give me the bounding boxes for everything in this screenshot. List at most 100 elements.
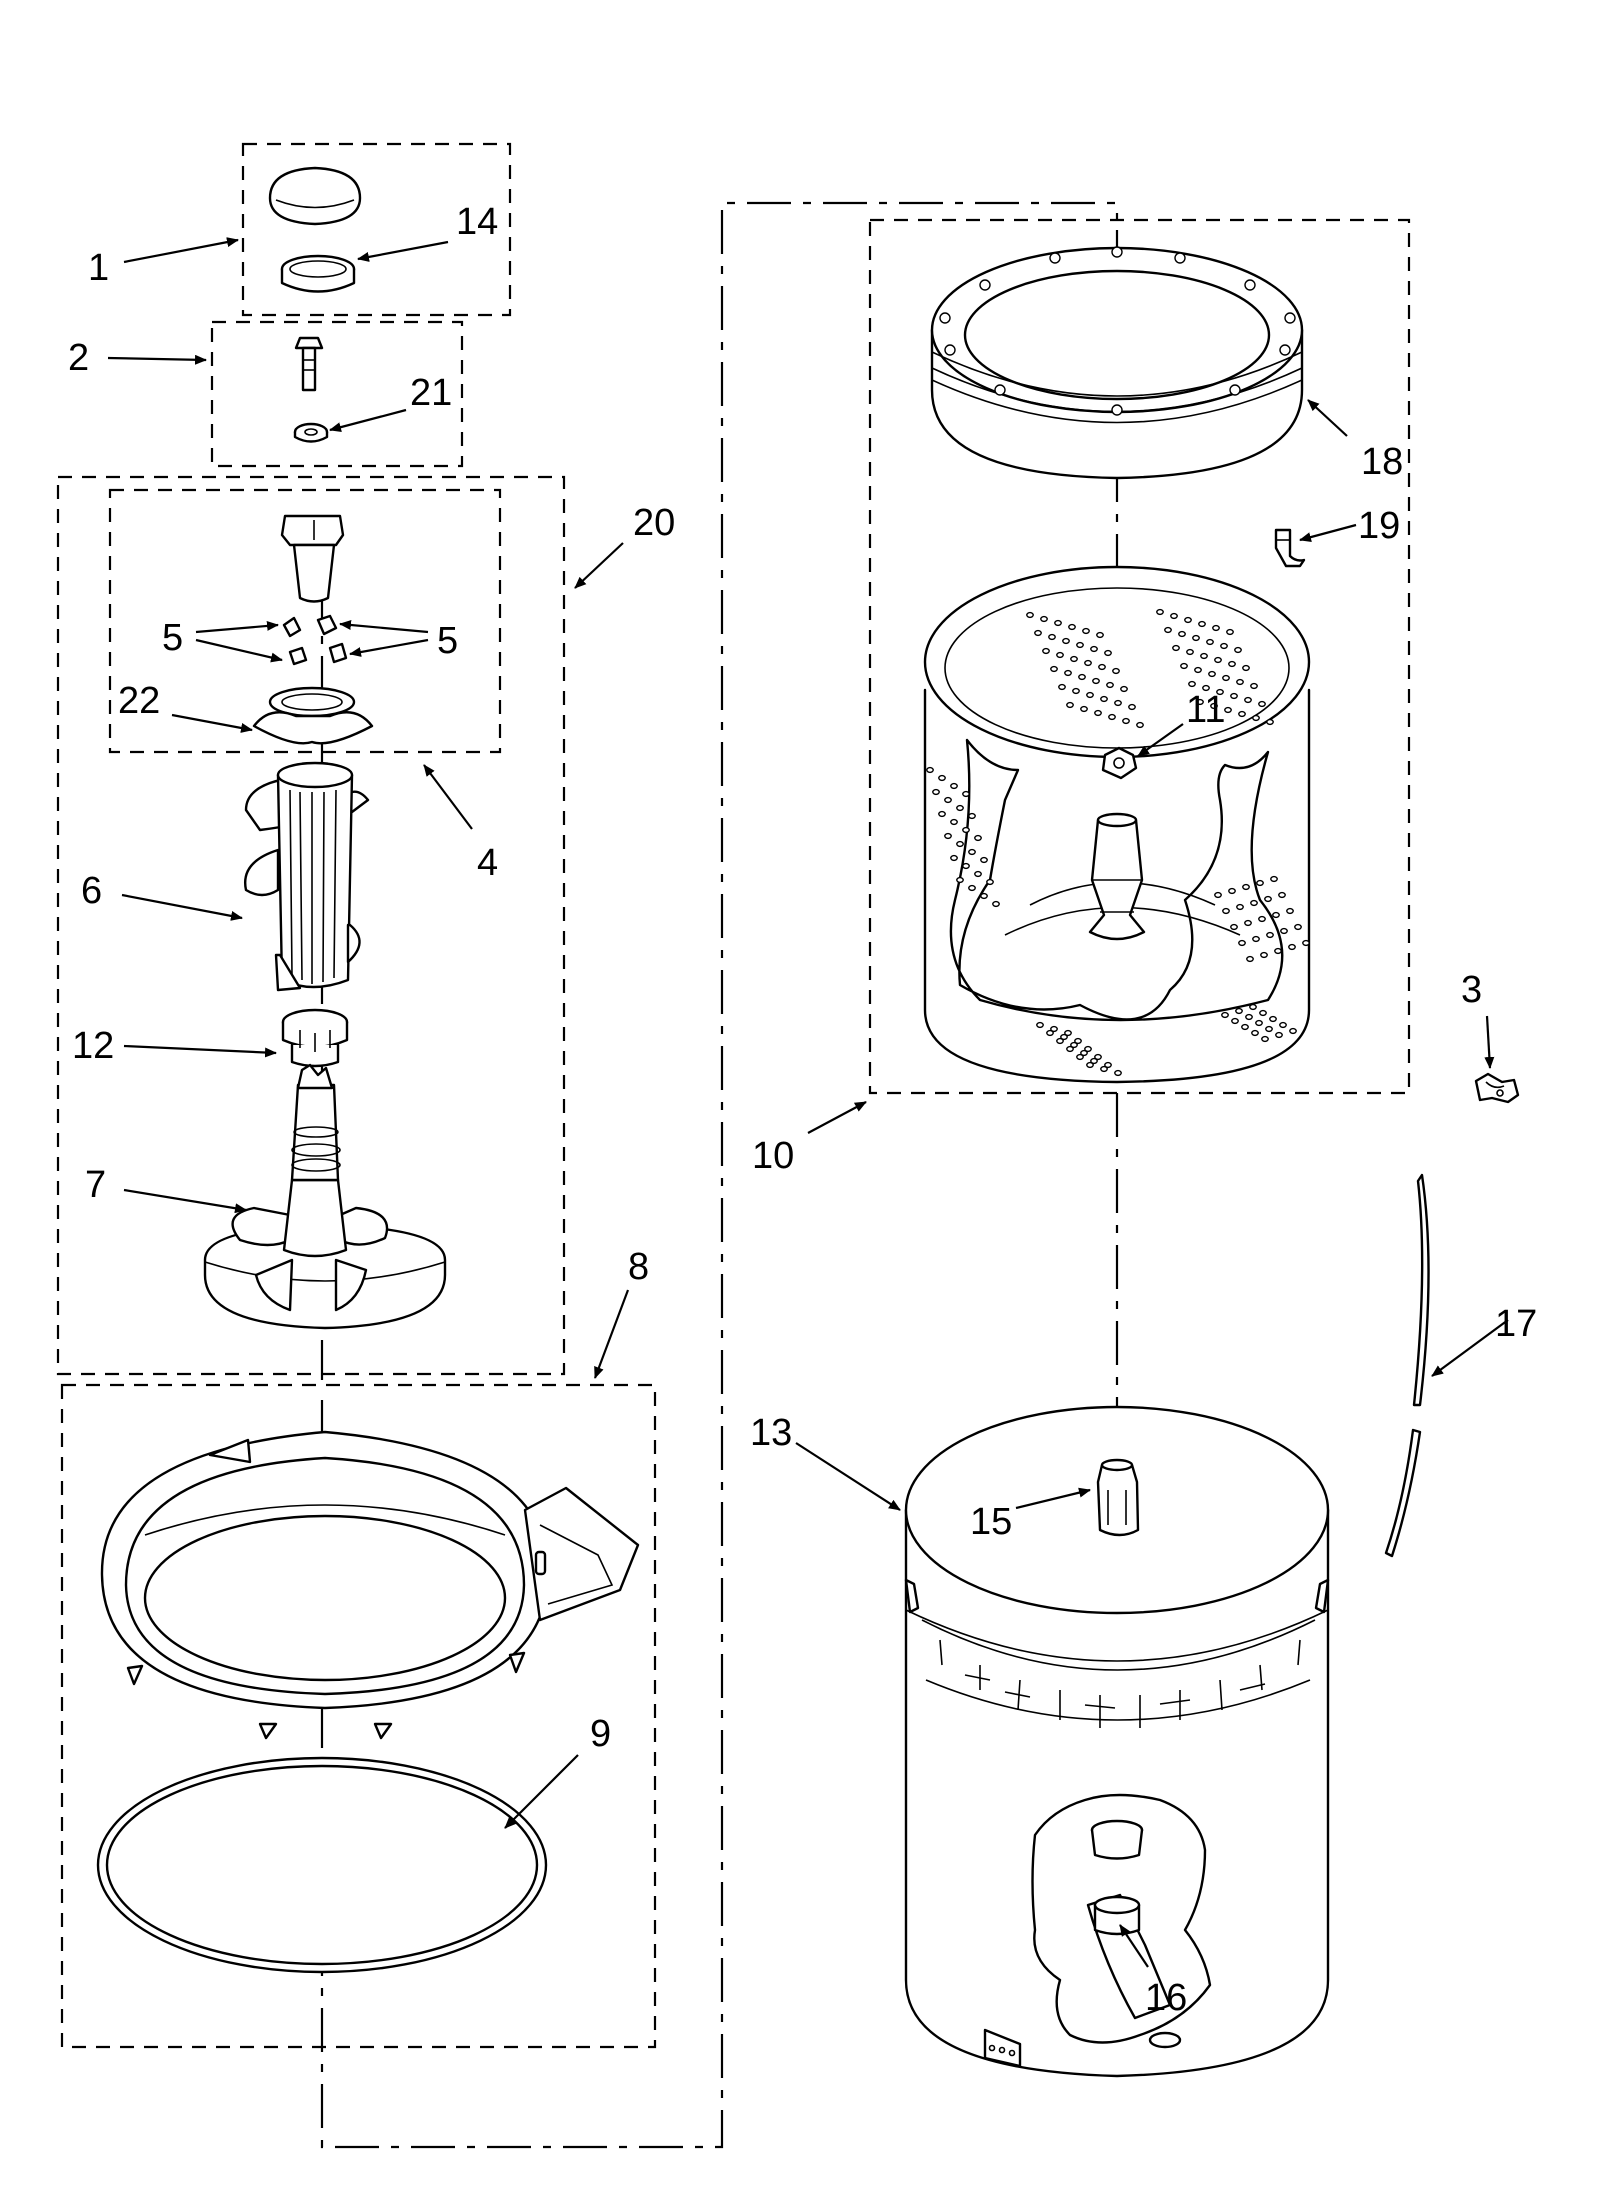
basket-hole <box>968 884 976 892</box>
basket-hole <box>968 812 976 820</box>
basket-hole <box>1094 1053 1102 1061</box>
callout-label-5a: 5 <box>162 617 183 659</box>
basket-hole <box>1062 637 1070 645</box>
basket-hole <box>956 804 964 812</box>
basket-hole <box>1236 903 1244 911</box>
basket-hole <box>1302 939 1310 947</box>
callout-label-17: 17 <box>1495 1303 1537 1345</box>
basket-hole <box>974 870 982 878</box>
basket-hole <box>1136 721 1144 729</box>
basket-hole <box>1178 630 1186 638</box>
callout-leader-lines <box>107 237 1509 1968</box>
basket-hole <box>1076 641 1084 649</box>
basket-hole <box>1288 943 1296 951</box>
basket-hole <box>1212 624 1220 632</box>
drain-hose-part <box>1384 1173 1430 1558</box>
basket-hole <box>1244 696 1252 704</box>
basket-hole <box>1230 923 1238 931</box>
basket-hole <box>1228 887 1236 895</box>
group-box-8 <box>60 1383 657 2049</box>
cap-seal-ring-part <box>280 254 356 293</box>
basket-hole <box>1252 935 1260 943</box>
callout-label-22: 22 <box>118 680 160 722</box>
drive-tube-seal-part <box>1096 1458 1140 1537</box>
callout-label-18: 18 <box>1361 441 1403 483</box>
basket-hole <box>1078 673 1086 681</box>
basket-hole <box>1202 684 1210 692</box>
basket-hole <box>1100 1065 1108 1073</box>
basket-hole <box>944 832 952 840</box>
basket-hole <box>1224 706 1232 714</box>
basket-hole <box>1056 651 1064 659</box>
basket-hole <box>1256 879 1264 887</box>
basket-hole <box>1250 899 1258 907</box>
basket-hole <box>1200 652 1208 660</box>
basket-hole <box>1086 691 1094 699</box>
basket-hole <box>1255 1019 1263 1027</box>
callout-label-5b: 5 <box>437 620 458 662</box>
callout-label-1: 1 <box>88 247 109 289</box>
basket-hole <box>1251 1029 1259 1037</box>
callout-label-4: 4 <box>477 842 498 884</box>
basket-hole <box>1090 1057 1098 1065</box>
basket-hole <box>1122 717 1130 725</box>
basket-hole <box>1278 891 1286 899</box>
basket-hole <box>1226 628 1234 636</box>
basket-hole <box>1214 656 1222 664</box>
bolt-washer-part <box>293 422 329 443</box>
callout-label-3: 3 <box>1461 969 1482 1011</box>
basket-hole <box>1250 682 1258 690</box>
basket-hole <box>1280 927 1288 935</box>
basket-hole <box>980 892 988 900</box>
basket-hole <box>1269 1015 1277 1023</box>
basket-hole <box>1080 705 1088 713</box>
basket-hole <box>1084 1045 1092 1053</box>
callout-label-19: 19 <box>1358 505 1400 547</box>
group-box-10 <box>868 218 1411 1095</box>
basket-hole <box>1294 923 1302 931</box>
basket-hole <box>1170 612 1178 620</box>
basket-hole <box>1242 664 1250 672</box>
balance-ring-clip-part <box>1274 528 1306 568</box>
basket-hole <box>1261 1035 1269 1043</box>
basket-hole <box>1042 647 1050 655</box>
dog-retainer-ring-part <box>252 686 374 745</box>
callout-label-11: 11 <box>1186 689 1225 731</box>
basket-hole <box>1112 667 1120 675</box>
basket-hole <box>1222 674 1230 682</box>
basket-hole <box>968 848 976 856</box>
basket-hole <box>1070 655 1078 663</box>
basket-hole <box>1188 680 1196 688</box>
agitator-bolt-part <box>294 336 324 392</box>
basket-hole <box>1050 1025 1058 1033</box>
basket-hole <box>1234 646 1242 654</box>
basket-hole <box>1279 1021 1287 1029</box>
basket-hole <box>1096 631 1104 639</box>
basket-hole <box>1231 1017 1239 1025</box>
callout-label-8: 8 <box>628 1246 649 1288</box>
basket-hole <box>1104 649 1112 657</box>
basket-hole <box>1264 895 1272 903</box>
basket-hole <box>938 774 946 782</box>
basket-hole <box>1258 700 1266 708</box>
auger-part <box>243 761 370 992</box>
basket-hole <box>986 878 994 886</box>
basket-drive-nut-part <box>1101 746 1138 780</box>
callout-label-20: 20 <box>633 502 675 544</box>
group-box-2 <box>210 320 464 468</box>
basket-hole <box>1054 619 1062 627</box>
basket-hole <box>1068 623 1076 631</box>
basket-hole <box>1128 703 1136 711</box>
basket-hole <box>1220 642 1228 650</box>
callout-label-7: 7 <box>85 1164 106 1206</box>
basket-hole <box>1238 710 1246 718</box>
basket-hole <box>1106 681 1114 689</box>
basket-hole <box>1040 615 1048 623</box>
basket-hole <box>1274 947 1282 955</box>
basket-hole <box>1238 939 1246 947</box>
basket-hole <box>1266 931 1274 939</box>
basket-hole <box>1036 1021 1044 1029</box>
basket-hole <box>1252 714 1260 722</box>
basket-hole <box>1258 915 1266 923</box>
basket-hole <box>1208 670 1216 678</box>
